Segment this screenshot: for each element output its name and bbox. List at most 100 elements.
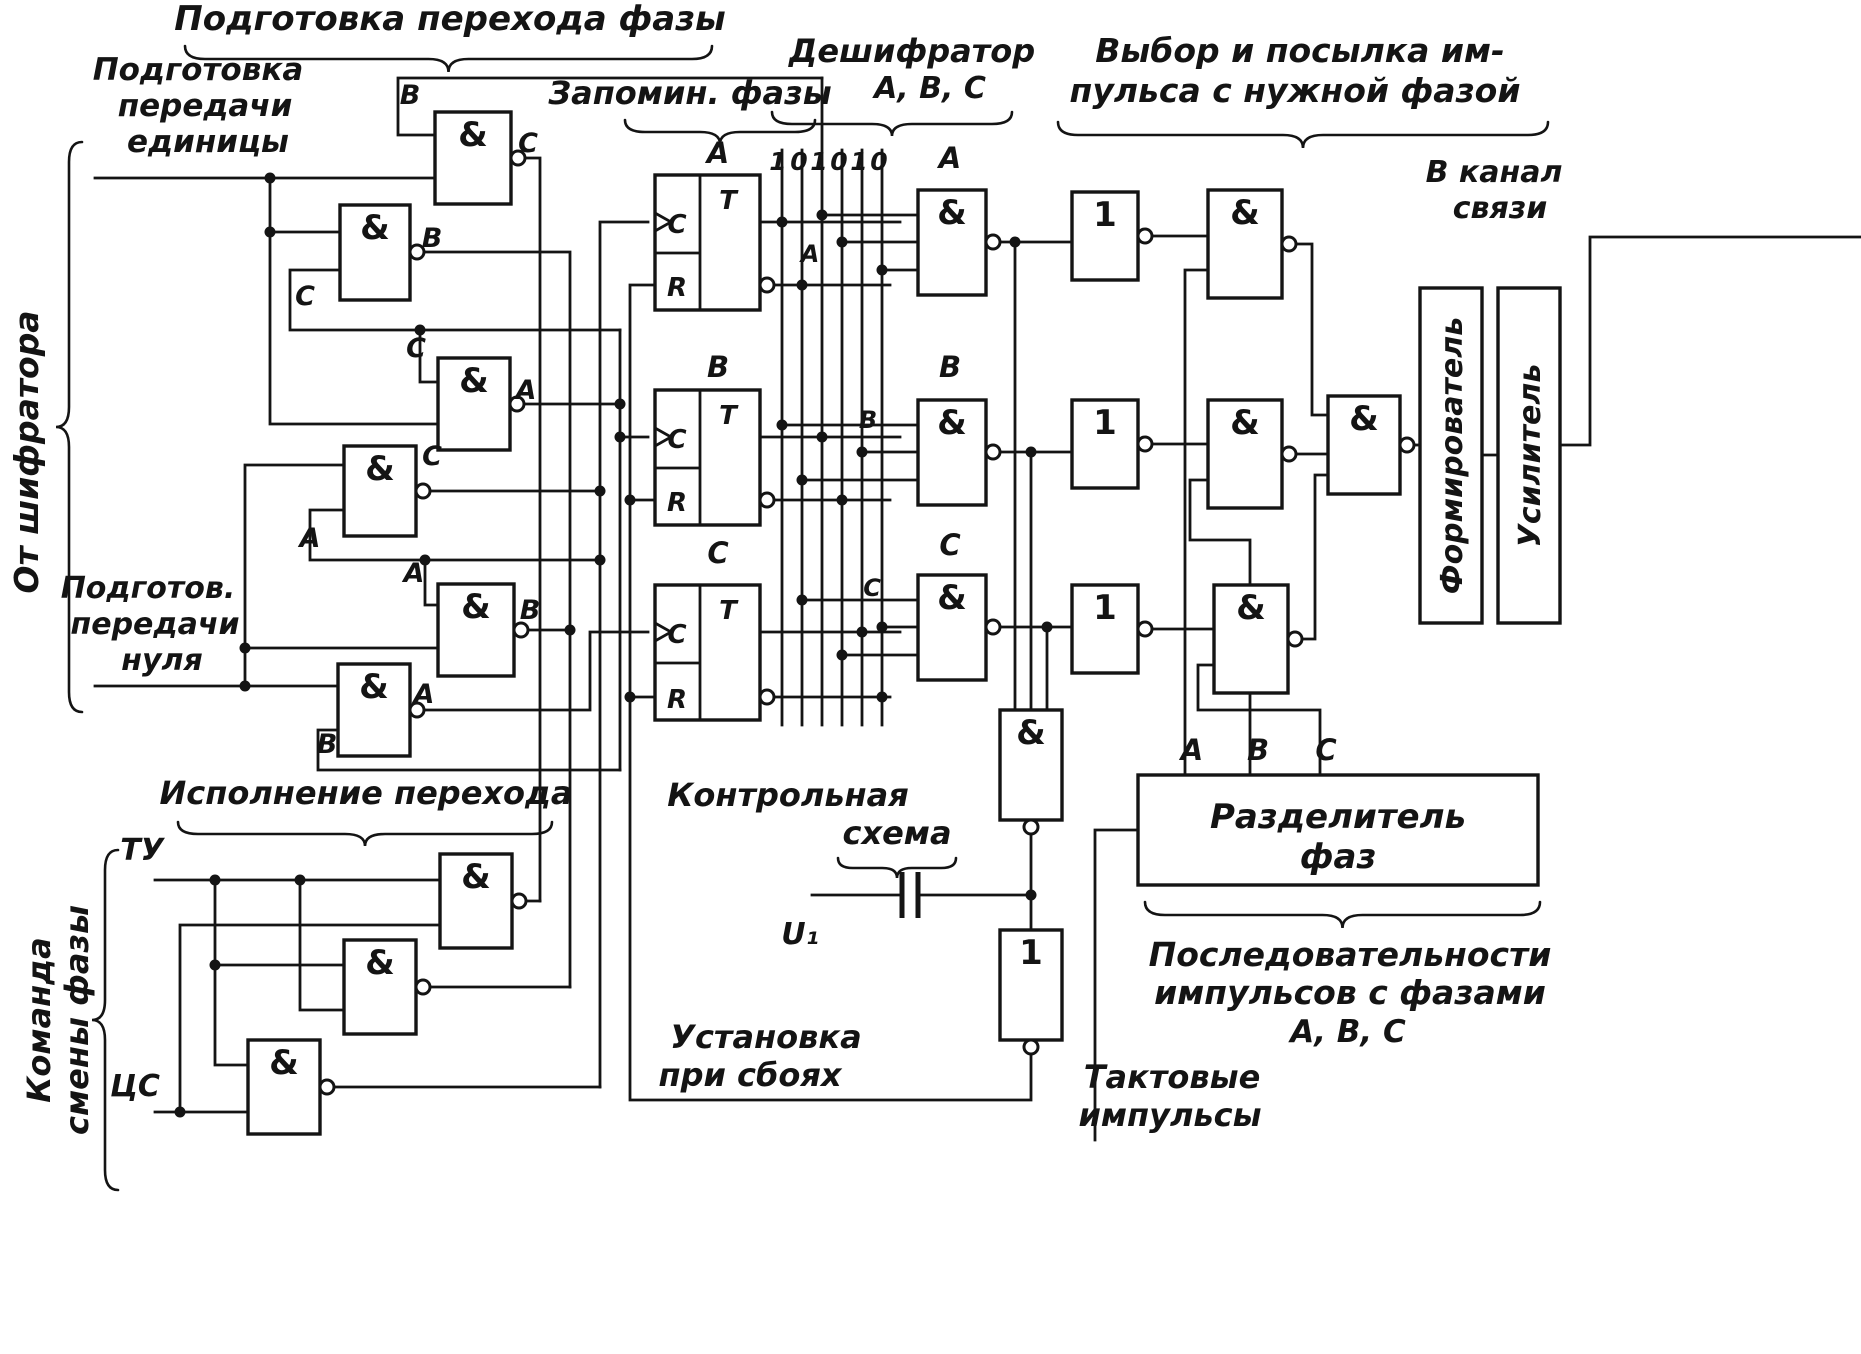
and-gate: &	[336, 662, 412, 758]
signal-letter: С	[295, 281, 315, 312]
signal-letter: А	[514, 375, 537, 406]
and-gate: &	[436, 356, 512, 452]
wire	[1558, 235, 1861, 447]
t-flipflop: CTR	[653, 583, 762, 722]
inversion-bubble	[512, 621, 530, 639]
and-gate: &	[342, 938, 418, 1036]
caption-select-send-1: Выбор и посылка им-	[1095, 31, 1504, 70]
junction-dot	[816, 209, 828, 221]
and-gate: &	[1206, 398, 1284, 510]
signal-u1: U₁	[781, 917, 819, 952]
signal-letter: С	[406, 333, 426, 364]
caption-phase-change-cmd-2: смены фазы	[58, 905, 96, 1135]
junction-dot	[594, 554, 606, 566]
grouping-brace	[55, 140, 84, 714]
inversion-bubble	[1022, 1038, 1040, 1056]
caption-phase-memory: Запомин. фазы	[547, 74, 831, 112]
inversion-bubble	[414, 978, 432, 996]
junction-dot	[876, 621, 888, 633]
caption-pulse-seq-3: А, В, С	[1287, 1014, 1406, 1050]
gate-body	[342, 938, 418, 1036]
function-block: Формирователь	[1418, 286, 1484, 625]
caption-from-encoder: От шифратора	[7, 310, 46, 593]
block-body	[1136, 773, 1540, 887]
signal-letter: В	[422, 223, 443, 254]
junction-dot	[776, 419, 788, 431]
junction-dot	[174, 1106, 186, 1118]
gate-body	[1212, 583, 1290, 695]
inversion-bubble	[510, 892, 528, 910]
t-flipflop: CTR	[653, 388, 762, 527]
gate-symbol: &	[1349, 399, 1379, 439]
grouping-brace	[176, 820, 554, 847]
inversion-bubble	[318, 1078, 336, 1096]
wire	[178, 923, 442, 1114]
inversion-bubble	[984, 233, 1002, 251]
and-gate: &	[438, 852, 514, 950]
splitter-phase-label: В	[1247, 733, 1269, 767]
grouping-brace	[1143, 900, 1542, 929]
wire	[1294, 242, 1330, 417]
junction-dot	[1041, 621, 1053, 633]
junction-dot	[614, 398, 626, 410]
caption-pulse-seq-2: импульсов с фазами	[1154, 973, 1546, 1012]
flipflop-pin-label: C	[667, 620, 686, 650]
junction-dot	[796, 594, 808, 606]
signal-letter: В	[520, 595, 541, 626]
and-gate: &	[916, 573, 988, 682]
wire	[396, 76, 824, 137]
junction-dot	[1009, 236, 1021, 248]
and-gate: &	[338, 203, 412, 302]
and-gate: &	[916, 188, 988, 297]
caption-zero-transfer-prep-2: передачи	[71, 607, 240, 642]
gate-symbol: &	[459, 361, 489, 401]
block-label: фаз	[1300, 837, 1376, 877]
gate-body	[1070, 583, 1140, 675]
inversion-bubble	[1136, 435, 1154, 453]
gate-symbol: &	[360, 208, 390, 248]
t-flipflop: CTR	[653, 173, 762, 312]
flipflop-pin-label: C	[667, 210, 686, 240]
or-gate: 1	[1070, 398, 1140, 490]
decoder-phase-label: А	[937, 141, 961, 175]
gate-symbol: &	[1230, 193, 1260, 233]
bus-bit-label: 0	[790, 147, 807, 176]
signal-letter: С	[518, 128, 538, 159]
junction-dot	[209, 874, 221, 886]
wire	[1300, 473, 1330, 641]
and-gate: &	[916, 398, 988, 507]
inversion-bubble	[508, 395, 526, 413]
junction-dot	[419, 554, 431, 566]
clock-triangle-icon	[654, 426, 674, 448]
or-gate: 1	[1070, 583, 1140, 675]
junction-dot	[239, 680, 251, 692]
gate-body	[436, 356, 512, 452]
gate-symbol: 1	[1093, 588, 1117, 628]
gate-symbol: &	[365, 449, 395, 489]
caption-clock-pulses-1: Тактовые	[1084, 1058, 1261, 1096]
wire	[523, 156, 542, 903]
clock-triangle-icon	[654, 211, 674, 233]
junction-dot	[1025, 889, 1037, 901]
and-gate: &	[998, 708, 1064, 822]
gate-symbol: &	[937, 403, 967, 443]
grouping-brace	[1056, 120, 1550, 149]
and-gate: &	[433, 110, 513, 206]
inversion-bubble	[408, 243, 426, 261]
junction-dot	[876, 691, 888, 703]
signal-cs: ЦС	[110, 1069, 160, 1104]
junction-dot	[594, 485, 606, 497]
gate-body	[342, 444, 418, 538]
and-gate: &	[1206, 188, 1284, 300]
bus-bit-label: 0	[830, 147, 847, 176]
junction-dot	[856, 446, 868, 458]
block-label: Формирователь	[1435, 317, 1470, 594]
caption-phase-change-cmd-1: Команда	[20, 937, 58, 1102]
caption-control-circuit-1: Контрольная	[667, 776, 909, 814]
signal-letter: С	[422, 441, 442, 472]
junction-dot	[294, 874, 306, 886]
caption-reset-on-fail-1: Установка	[670, 1018, 861, 1056]
flipflop-body	[653, 173, 762, 312]
junction-dot	[614, 431, 626, 443]
